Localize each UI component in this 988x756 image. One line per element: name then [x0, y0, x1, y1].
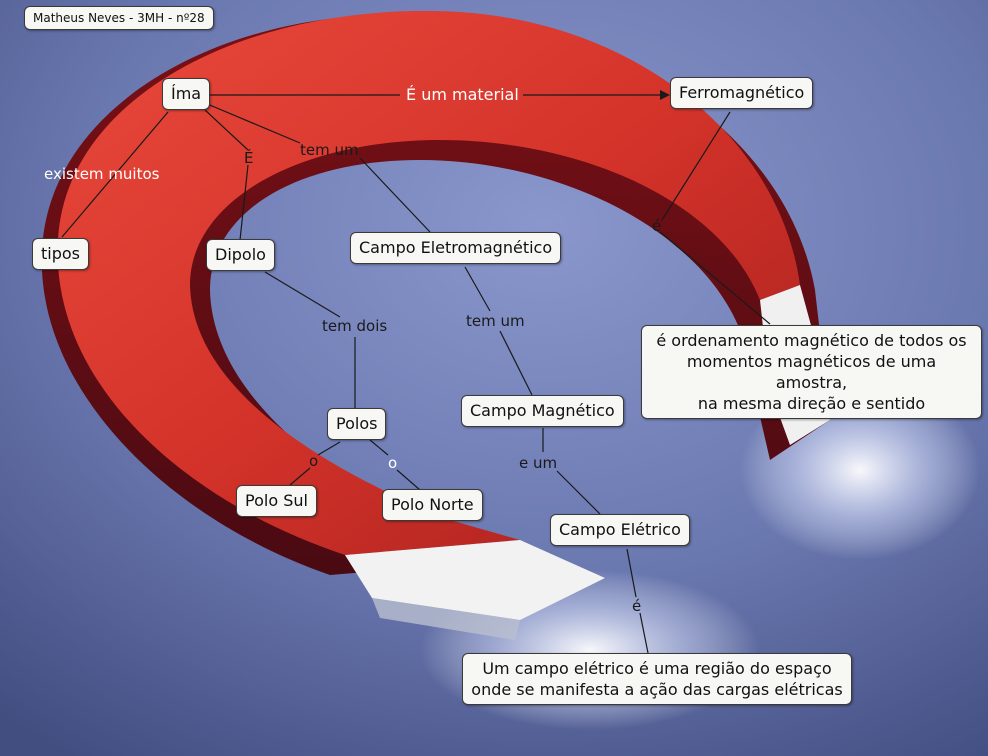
link-o-sul: o	[309, 452, 319, 470]
concept-polos[interactable]: Polos	[327, 408, 387, 440]
connector-lines	[61, 94, 771, 654]
concept-dipolo[interactable]: Dipolo	[206, 239, 275, 271]
author-label: Matheus Neves - 3MH - nº28	[24, 6, 214, 30]
concept-campo-eletrico[interactable]: Campo Elétrico	[550, 514, 690, 546]
link-e-um: e um	[519, 454, 558, 472]
definicao-line-2: onde se manifesta a ação das cargas elét…	[471, 680, 843, 699]
concept-polo-norte[interactable]: Polo Norte	[382, 489, 483, 521]
concept-ferromagnetico[interactable]: Ferromagnético	[670, 77, 814, 109]
link-tem-um-magnetico: tem um	[466, 312, 525, 330]
arrowhead-icon	[660, 90, 670, 100]
link-e-um-material: É um material	[406, 85, 519, 104]
ordenamento-line-3: na mesma direção e sentido	[697, 394, 926, 413]
concept-campo-magnetico[interactable]: Campo Magnético	[461, 395, 624, 427]
ordenamento-line-1: é ordenamento magnético de todos os	[656, 331, 967, 350]
concept-polo-sul[interactable]: Polo Sul	[236, 485, 317, 517]
link-tem-dois: tem dois	[322, 317, 388, 335]
magnet-tip-left	[345, 540, 605, 620]
definicao-line-1: Um campo elétrico é uma região do espaço	[482, 659, 832, 678]
magnet-tip-left-edge	[372, 598, 520, 640]
link-existem-muitos: existem muitos	[44, 165, 160, 183]
link-o-norte: o	[388, 454, 398, 472]
concept-definicao-campo-eletrico[interactable]: Um campo elétrico é uma região do espaço…	[462, 653, 852, 705]
ordenamento-line-2: momentos magnéticos de uma amostra,	[686, 352, 937, 392]
concept-tipos[interactable]: tipos	[32, 238, 89, 270]
magnet-body	[57, 10, 800, 555]
concept-ordenamento[interactable]: é ordenamento magnético de todos os mome…	[641, 325, 982, 419]
link-e-dipolo: É	[244, 149, 254, 167]
link-e-definicao: é	[632, 597, 642, 615]
concept-campo-eletromagnetico[interactable]: Campo Eletromagnético	[350, 232, 562, 264]
link-tem-um-eletromagnetico: tem um	[300, 141, 359, 159]
concept-ima[interactable]: Íma	[162, 78, 211, 110]
link-e-ordenamento: é	[652, 217, 662, 235]
